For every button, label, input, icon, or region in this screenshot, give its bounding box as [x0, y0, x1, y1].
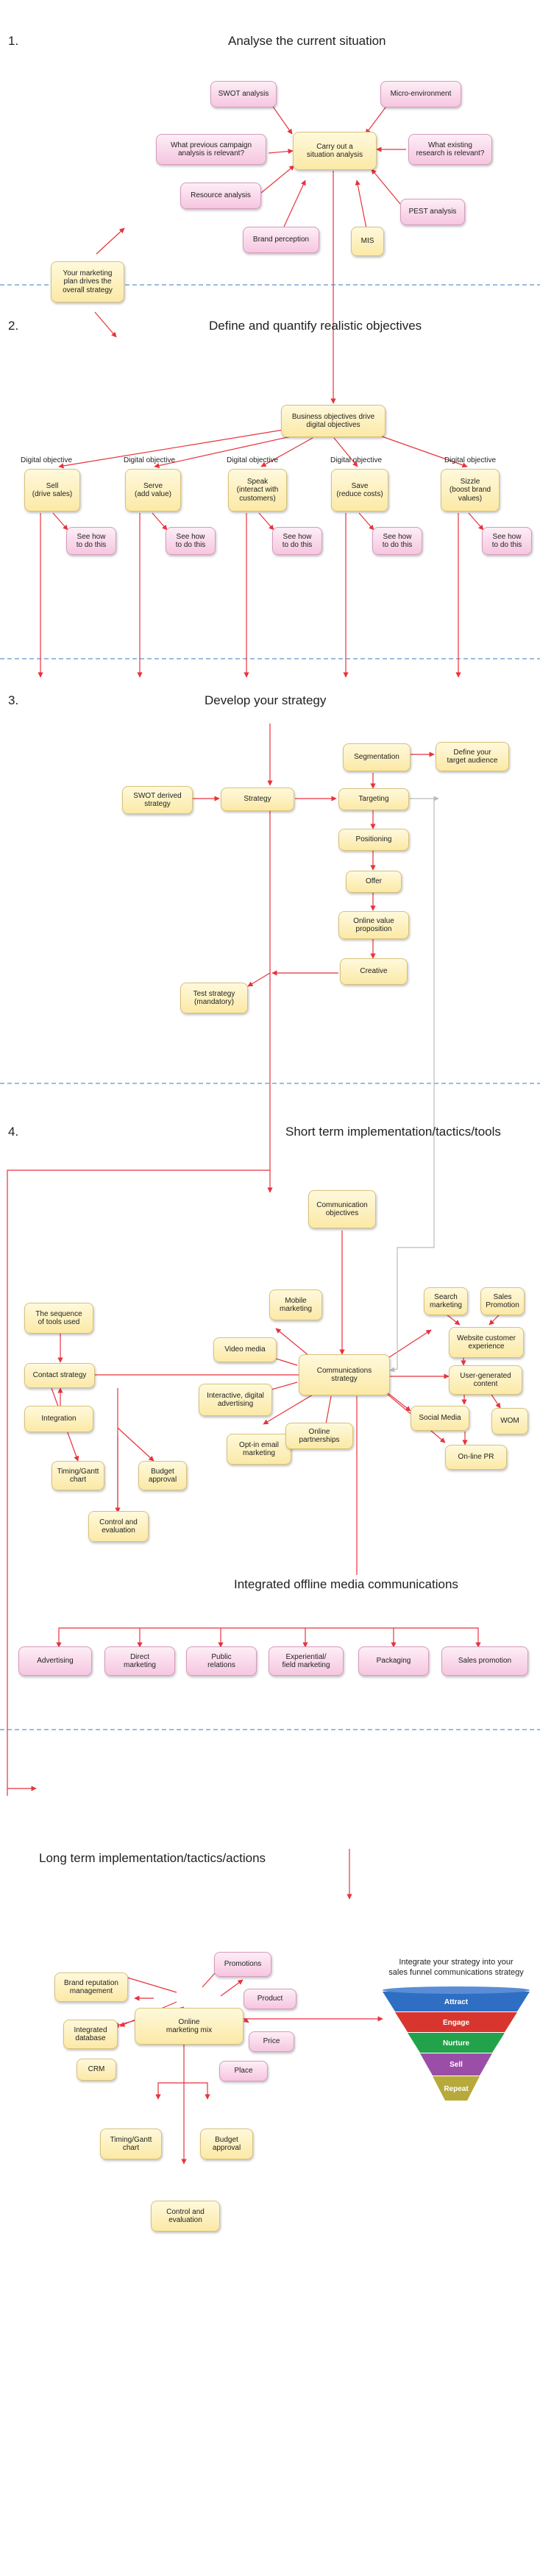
- online-value-proposition-box: Online value proposition: [338, 911, 409, 939]
- mis-box: MIS: [351, 227, 384, 256]
- section-3-number: 3.: [8, 693, 19, 707]
- sales-promotion-small-box: Sales Promotion: [480, 1287, 525, 1315]
- digital-objective-label: Digital objective: [21, 456, 73, 464]
- integration-box: Integration: [24, 1406, 93, 1432]
- video-media-box: Video media: [213, 1337, 277, 1362]
- funnel-label-engage: Engage: [443, 2019, 470, 2027]
- control-evaluation-box: Control and evaluation: [88, 1511, 149, 1542]
- wom-box: WOM: [491, 1408, 528, 1434]
- previous-campaign-box: What previous campaign analysis is relev…: [156, 134, 266, 165]
- see-how-sell-box: See how to do this: [66, 527, 116, 555]
- digital-objective-label: Digital objective: [444, 456, 497, 464]
- optin-email-box: Opt-in email marketing: [227, 1434, 291, 1465]
- see-how-sizzle-box: See how to do this: [482, 527, 532, 555]
- place-box: Place: [219, 2061, 268, 2081]
- social-media-box: Social Media: [411, 1406, 469, 1431]
- budget-approval-box: Budget approval: [138, 1461, 187, 1490]
- objective-serve-box: Serve (add value): [125, 469, 181, 512]
- objective-sizzle-box: Sizzle (boost brand values): [441, 469, 500, 512]
- business-objectives-box: Business objectives drive digital object…: [281, 405, 386, 437]
- sequence-of-tools-box: The sequence of tools used: [24, 1303, 93, 1334]
- creative-box: Creative: [340, 958, 408, 985]
- search-marketing-box: Search marketing: [424, 1287, 468, 1315]
- user-generated-content-box: User-generated content: [449, 1365, 522, 1395]
- control-evaluation-long-box: Control and evaluation: [151, 2201, 220, 2232]
- funnel-label-sell: Sell: [450, 2061, 463, 2069]
- pest-analysis-box: PEST analysis: [400, 199, 465, 225]
- micro-environment-box: Micro-environment: [380, 81, 461, 107]
- swot-derived-strategy-box: SWOT derived strategy: [122, 786, 193, 814]
- brand-perception-box: Brand perception: [243, 227, 319, 253]
- timing-gantt-box: Timing/Gantt chart: [51, 1461, 104, 1490]
- offer-box: Offer: [346, 871, 402, 893]
- see-how-speak-box: See how to do this: [272, 527, 322, 555]
- strategy-box: Strategy: [221, 788, 294, 811]
- brand-reputation-box: Brand reputation management: [54, 1972, 128, 2002]
- funnel-stage-attract: [383, 1992, 530, 2011]
- digital-objective-label: Digital objective: [124, 456, 176, 464]
- online-partnerships-box: Online partnerships: [285, 1423, 353, 1449]
- promotions-box: Promotions: [214, 1952, 271, 1977]
- section-1-title: Analyse the current situation: [228, 34, 386, 48]
- funnel-label-attract: Attract: [444, 1998, 469, 2006]
- offline-title: Integrated offline media communications: [234, 1577, 458, 1591]
- section-2-number: 2.: [8, 319, 19, 333]
- communications-strategy-box: Communications strategy: [299, 1354, 390, 1395]
- crm-box: CRM: [77, 2059, 116, 2081]
- funnel-title: Integrate your strategy into your sales …: [388, 1958, 524, 1978]
- digital-objective-label: Digital objective: [227, 456, 279, 464]
- marketing-plan-box: Your marketing plan drives the overall s…: [51, 261, 124, 302]
- mobile-marketing-box: Mobile marketing: [269, 1289, 322, 1320]
- swot-analysis-box: SWOT analysis: [210, 81, 277, 107]
- integrated-database-box: Integrated database: [63, 2020, 118, 2049]
- offline-sales-promotion-box: Sales promotion: [441, 1646, 528, 1676]
- funnel-label-repeat: Repeat: [444, 2085, 469, 2093]
- section-4-number: 4.: [8, 1125, 19, 1139]
- digital-objective-label: Digital objective: [330, 456, 383, 464]
- see-how-save-box: See how to do this: [372, 527, 422, 555]
- communication-objectives-box: Communication objectives: [308, 1190, 376, 1228]
- segmentation-box: Segmentation: [343, 743, 411, 771]
- section-5-title: Long term implementation/tactics/actions: [39, 1851, 266, 1865]
- objective-speak-box: Speak (interact with customers): [228, 469, 287, 512]
- objective-sell-box: Sell (drive sales): [24, 469, 80, 512]
- budget-approval-long-box: Budget approval: [200, 2129, 253, 2159]
- funnel-stage-sell: [420, 2053, 492, 2076]
- offline-advertising-box: Advertising: [18, 1646, 92, 1676]
- product-box: Product: [244, 1989, 296, 2009]
- section-3-title: Develop your strategy: [205, 693, 327, 707]
- website-experience-box: Website customer experience: [449, 1327, 524, 1358]
- contact-strategy-box: Contact strategy: [24, 1363, 95, 1388]
- timing-gantt-long-box: Timing/Gantt chart: [100, 2129, 162, 2159]
- online-pr-box: On-line PR: [445, 1445, 507, 1470]
- section-2-title: Define and quantify realistic objectives: [209, 319, 422, 333]
- price-box: Price: [249, 2031, 294, 2052]
- grey-connector: [389, 796, 439, 1373]
- online-marketing-mix-box: Online marketing mix: [135, 2008, 244, 2045]
- section-4-title: Short term implementation/tactics/tools: [285, 1125, 501, 1139]
- funnel-stage-nurture: [408, 2033, 505, 2053]
- situation-analysis-box: Carry out a situation analysis: [293, 132, 377, 170]
- targeting-box: Targeting: [338, 788, 409, 810]
- offline-public-relations-box: Public relations: [186, 1646, 257, 1676]
- target-audience-box: Define your target audience: [436, 742, 509, 771]
- funnel-stage-repeat: [433, 2076, 480, 2101]
- sales-funnel: Attract Engage Nurture Sell Repeat: [383, 1986, 530, 2101]
- see-how-serve-box: See how to do this: [166, 527, 216, 555]
- objective-save-box: Save (reduce costs): [331, 469, 388, 512]
- existing-research-box: What existing research is relevant?: [408, 134, 492, 165]
- section-1-number: 1.: [8, 34, 19, 48]
- offline-packaging-box: Packaging: [358, 1646, 429, 1676]
- offline-experiential-box: Experiential/ field marketing: [269, 1646, 344, 1676]
- offline-direct-marketing-box: Direct marketing: [104, 1646, 175, 1676]
- funnel-stage-engage: [395, 2012, 517, 2032]
- positioning-box: Positioning: [338, 829, 409, 851]
- funnel-label-nurture: Nurture: [443, 2039, 470, 2048]
- test-strategy-box: Test strategy (mandatory): [180, 983, 248, 1013]
- resource-analysis-box: Resource analysis: [180, 183, 261, 209]
- interactive-advertising-box: Interactive, digital advertising: [199, 1384, 272, 1416]
